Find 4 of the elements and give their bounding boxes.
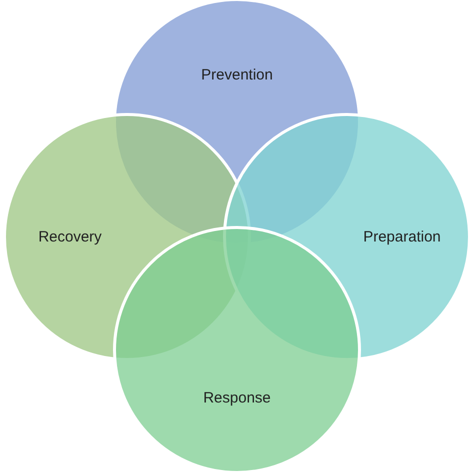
circle-label: Prevention (201, 66, 273, 84)
circle-label: Preparation (363, 228, 441, 246)
circle-label: Recovery (38, 228, 102, 246)
circle-label: Response (203, 390, 271, 406)
